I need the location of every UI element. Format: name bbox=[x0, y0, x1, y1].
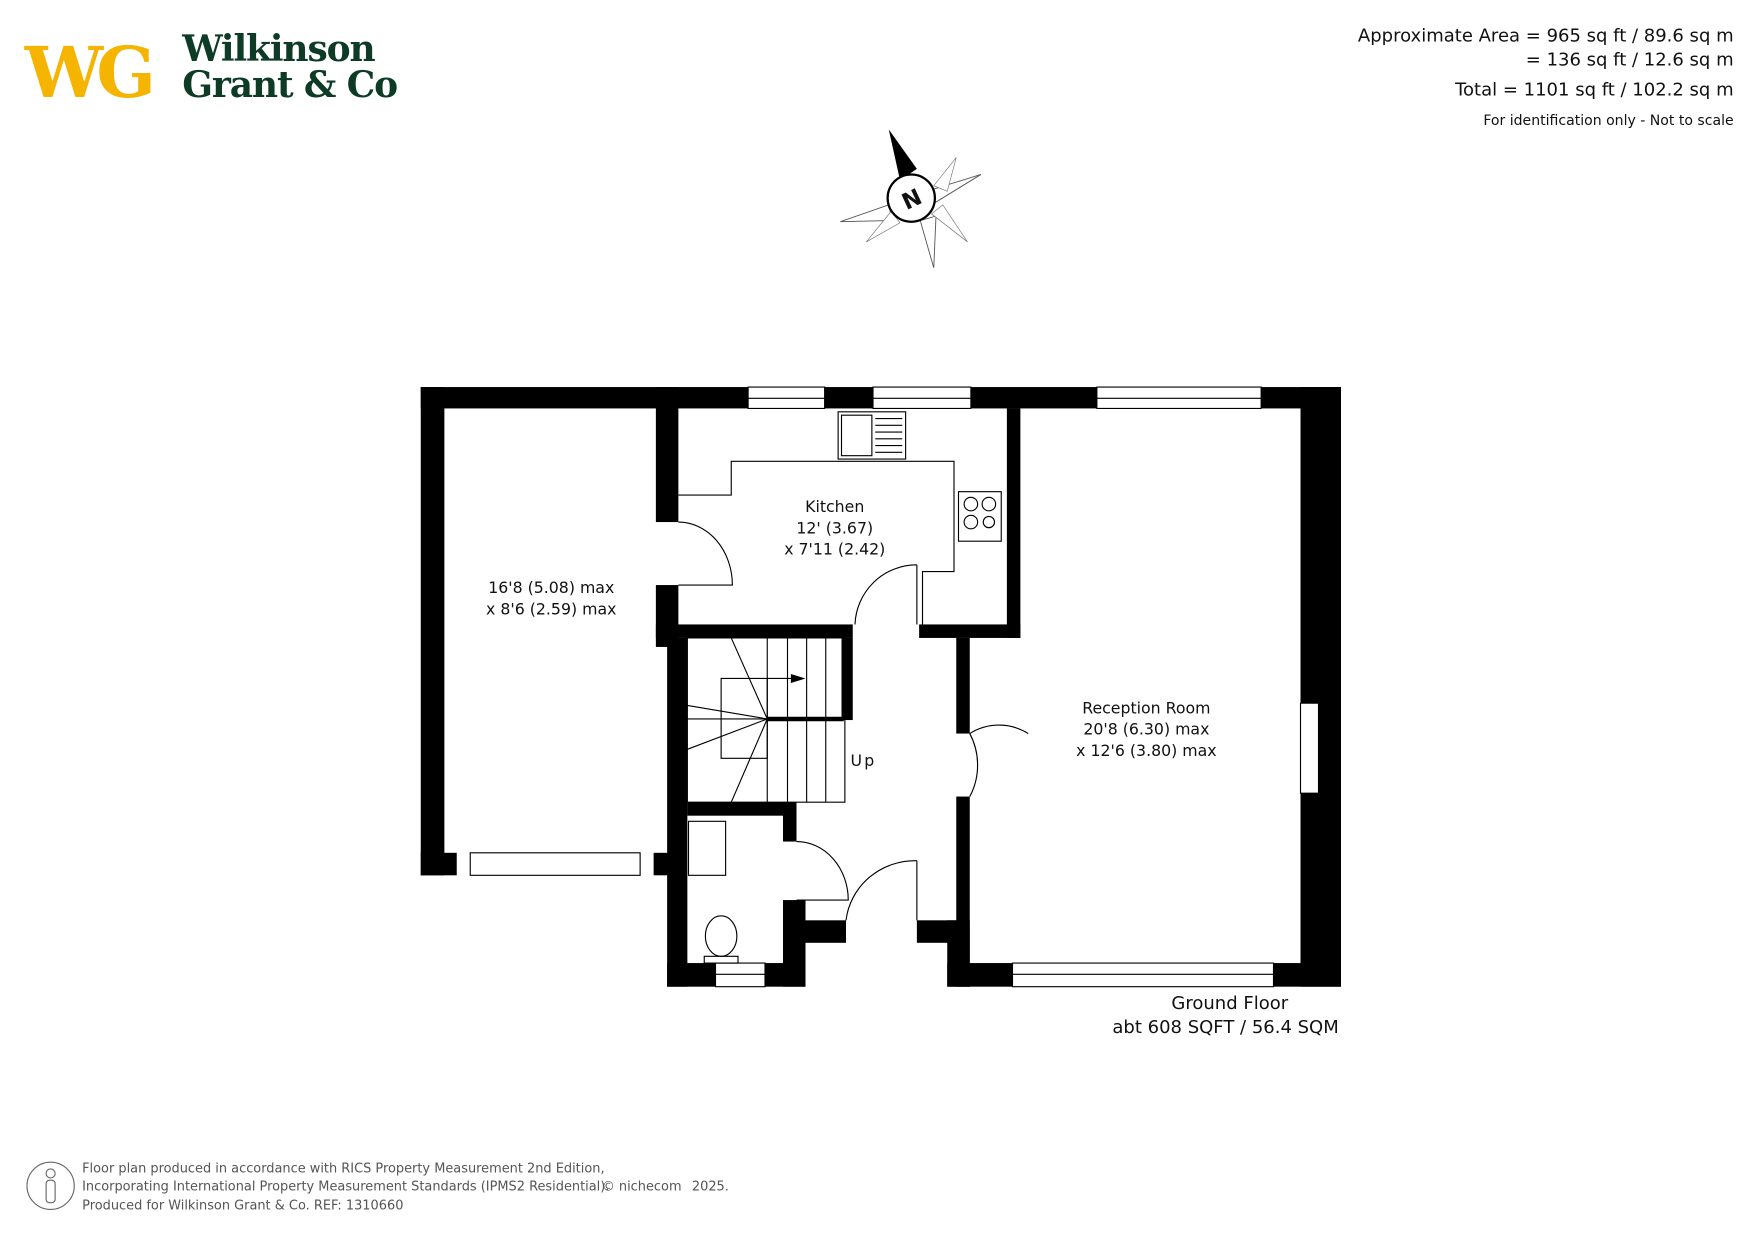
footer-line1: Floor plan produced in accordance with R… bbox=[82, 1161, 604, 1176]
logo-line1: Wilkinson bbox=[181, 28, 375, 70]
windows bbox=[469, 386, 1320, 988]
logo-mark: WG bbox=[24, 33, 152, 114]
room-label-garage: 16'8 (5.08) max x 8'6 (2.59) max bbox=[486, 578, 616, 618]
area-summary: Approximate Area = 965 sq ft / 89.6 sq m… bbox=[1358, 26, 1734, 129]
drainer-icon bbox=[875, 418, 903, 453]
floor-label: Ground Floor abt 608 SQFT / 56.4 SQM bbox=[1112, 993, 1338, 1038]
kitchen-name: Kitchen bbox=[805, 497, 864, 516]
area-line1: Approximate Area = 965 sq ft / 89.6 sq m bbox=[1358, 26, 1734, 47]
kitchen-dim2: x 7'11 (2.42) bbox=[784, 540, 885, 559]
basin-icon bbox=[687, 820, 727, 876]
toilet-icon bbox=[704, 915, 738, 957]
floor-area: abt 608 SQFT / 56.4 SQM bbox=[1112, 1017, 1338, 1038]
person-icon bbox=[26, 1161, 75, 1210]
garage-dim1: 16'8 (5.08) max bbox=[488, 578, 614, 597]
floor-name: Ground Floor bbox=[1171, 993, 1288, 1014]
footer-line2: Incorporating International Property Mea… bbox=[82, 1179, 609, 1194]
footer-year: 2025. bbox=[692, 1179, 729, 1194]
area-total: Total = 1101 sq ft / 102.2 sq m bbox=[1454, 80, 1734, 101]
reception-name: Reception Room bbox=[1082, 698, 1210, 717]
doors bbox=[678, 521, 1029, 921]
area-line2: = 136 sq ft / 12.6 sq m bbox=[1526, 49, 1734, 70]
reception-dim1: 20'8 (6.30) max bbox=[1083, 720, 1209, 739]
logo-line2: Grant & Co bbox=[182, 64, 397, 106]
room-label-reception: Reception Room 20'8 (6.30) max x 12'6 (3… bbox=[1076, 698, 1216, 760]
wc-fittings bbox=[687, 820, 739, 964]
reception-dim2: x 12'6 (3.80) max bbox=[1076, 741, 1216, 760]
nichecom-logo: © nichecom bbox=[602, 1179, 682, 1194]
footer-line3: Produced for Wilkinson Grant & Co. REF: … bbox=[82, 1198, 403, 1213]
kitchen-fittings bbox=[678, 411, 1002, 625]
scale-note: For identification only - Not to scale bbox=[1483, 113, 1733, 129]
stairs-up-label: Up bbox=[851, 751, 877, 770]
kitchen-dim1: 12' (3.67) bbox=[796, 518, 873, 537]
sink-icon bbox=[840, 414, 873, 457]
company-logo: WG Wilkinson Grant & Co bbox=[24, 28, 399, 114]
garage-dim2: x 8'6 (2.59) max bbox=[486, 599, 616, 618]
footer: Floor plan produced in accordance with R… bbox=[26, 1161, 729, 1213]
hob-icon bbox=[957, 491, 1002, 542]
stairs bbox=[686, 637, 846, 803]
walls bbox=[420, 387, 1341, 987]
compass-icon: N bbox=[840, 129, 982, 268]
room-label-kitchen: Kitchen 12' (3.67) x 7'11 (2.42) bbox=[784, 497, 885, 559]
